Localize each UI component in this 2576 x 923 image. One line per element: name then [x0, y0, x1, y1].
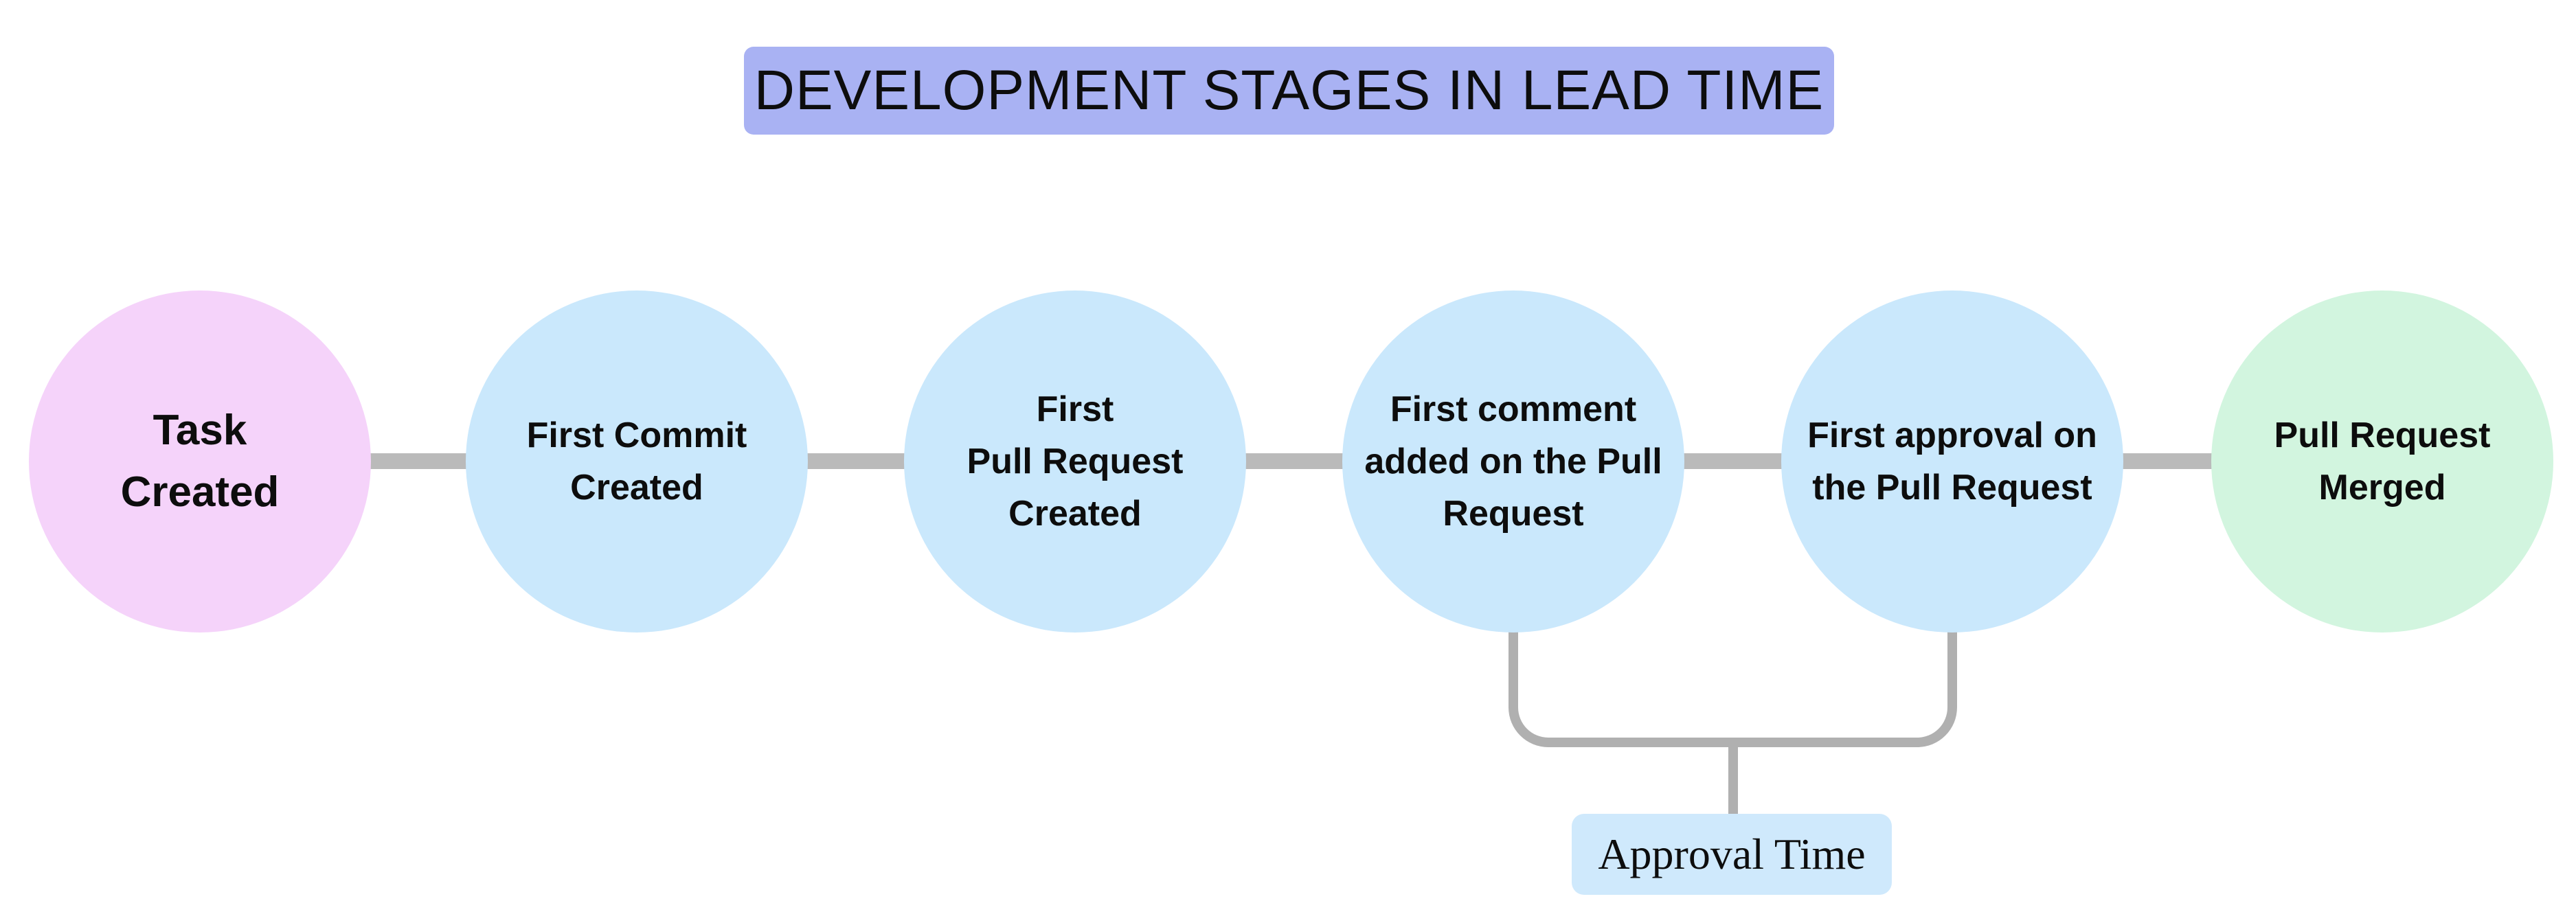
stage-circle-first-comment-added: First comment added on the Pull Request: [1342, 290, 1684, 633]
stage-circle-task-created: Task Created: [29, 290, 371, 633]
stage-circle-first-approval: First approval on the Pull Request: [1781, 290, 2123, 633]
approval-time-badge: Approval Time: [1572, 814, 1892, 895]
stage-label: Task Created: [120, 407, 280, 516]
approval-time-bracket-stem: [1728, 746, 1738, 814]
stage-label: First Commit Created: [526, 415, 747, 508]
stage-circle-pull-request-merged: Pull Request Merged: [2211, 290, 2553, 633]
diagram-title: DEVELOPMENT STAGES IN LEAD TIME: [754, 59, 1824, 122]
stage-label: First Pull Request Created: [967, 389, 1184, 534]
stage-label: First approval on the Pull Request: [1807, 415, 2097, 508]
stage-circle-first-pull-request-created: First Pull Request Created: [904, 290, 1246, 633]
approval-time-bracket: [1509, 628, 1957, 747]
approval-time-label: Approval Time: [1598, 830, 1866, 878]
diagram-title-banner: DEVELOPMENT STAGES IN LEAD TIME: [744, 47, 1834, 135]
stage-label: Pull Request Merged: [2274, 415, 2491, 508]
stage-label: First comment added on the Pull Request: [1364, 389, 1662, 534]
stage-circle-first-commit-created: First Commit Created: [466, 290, 808, 633]
